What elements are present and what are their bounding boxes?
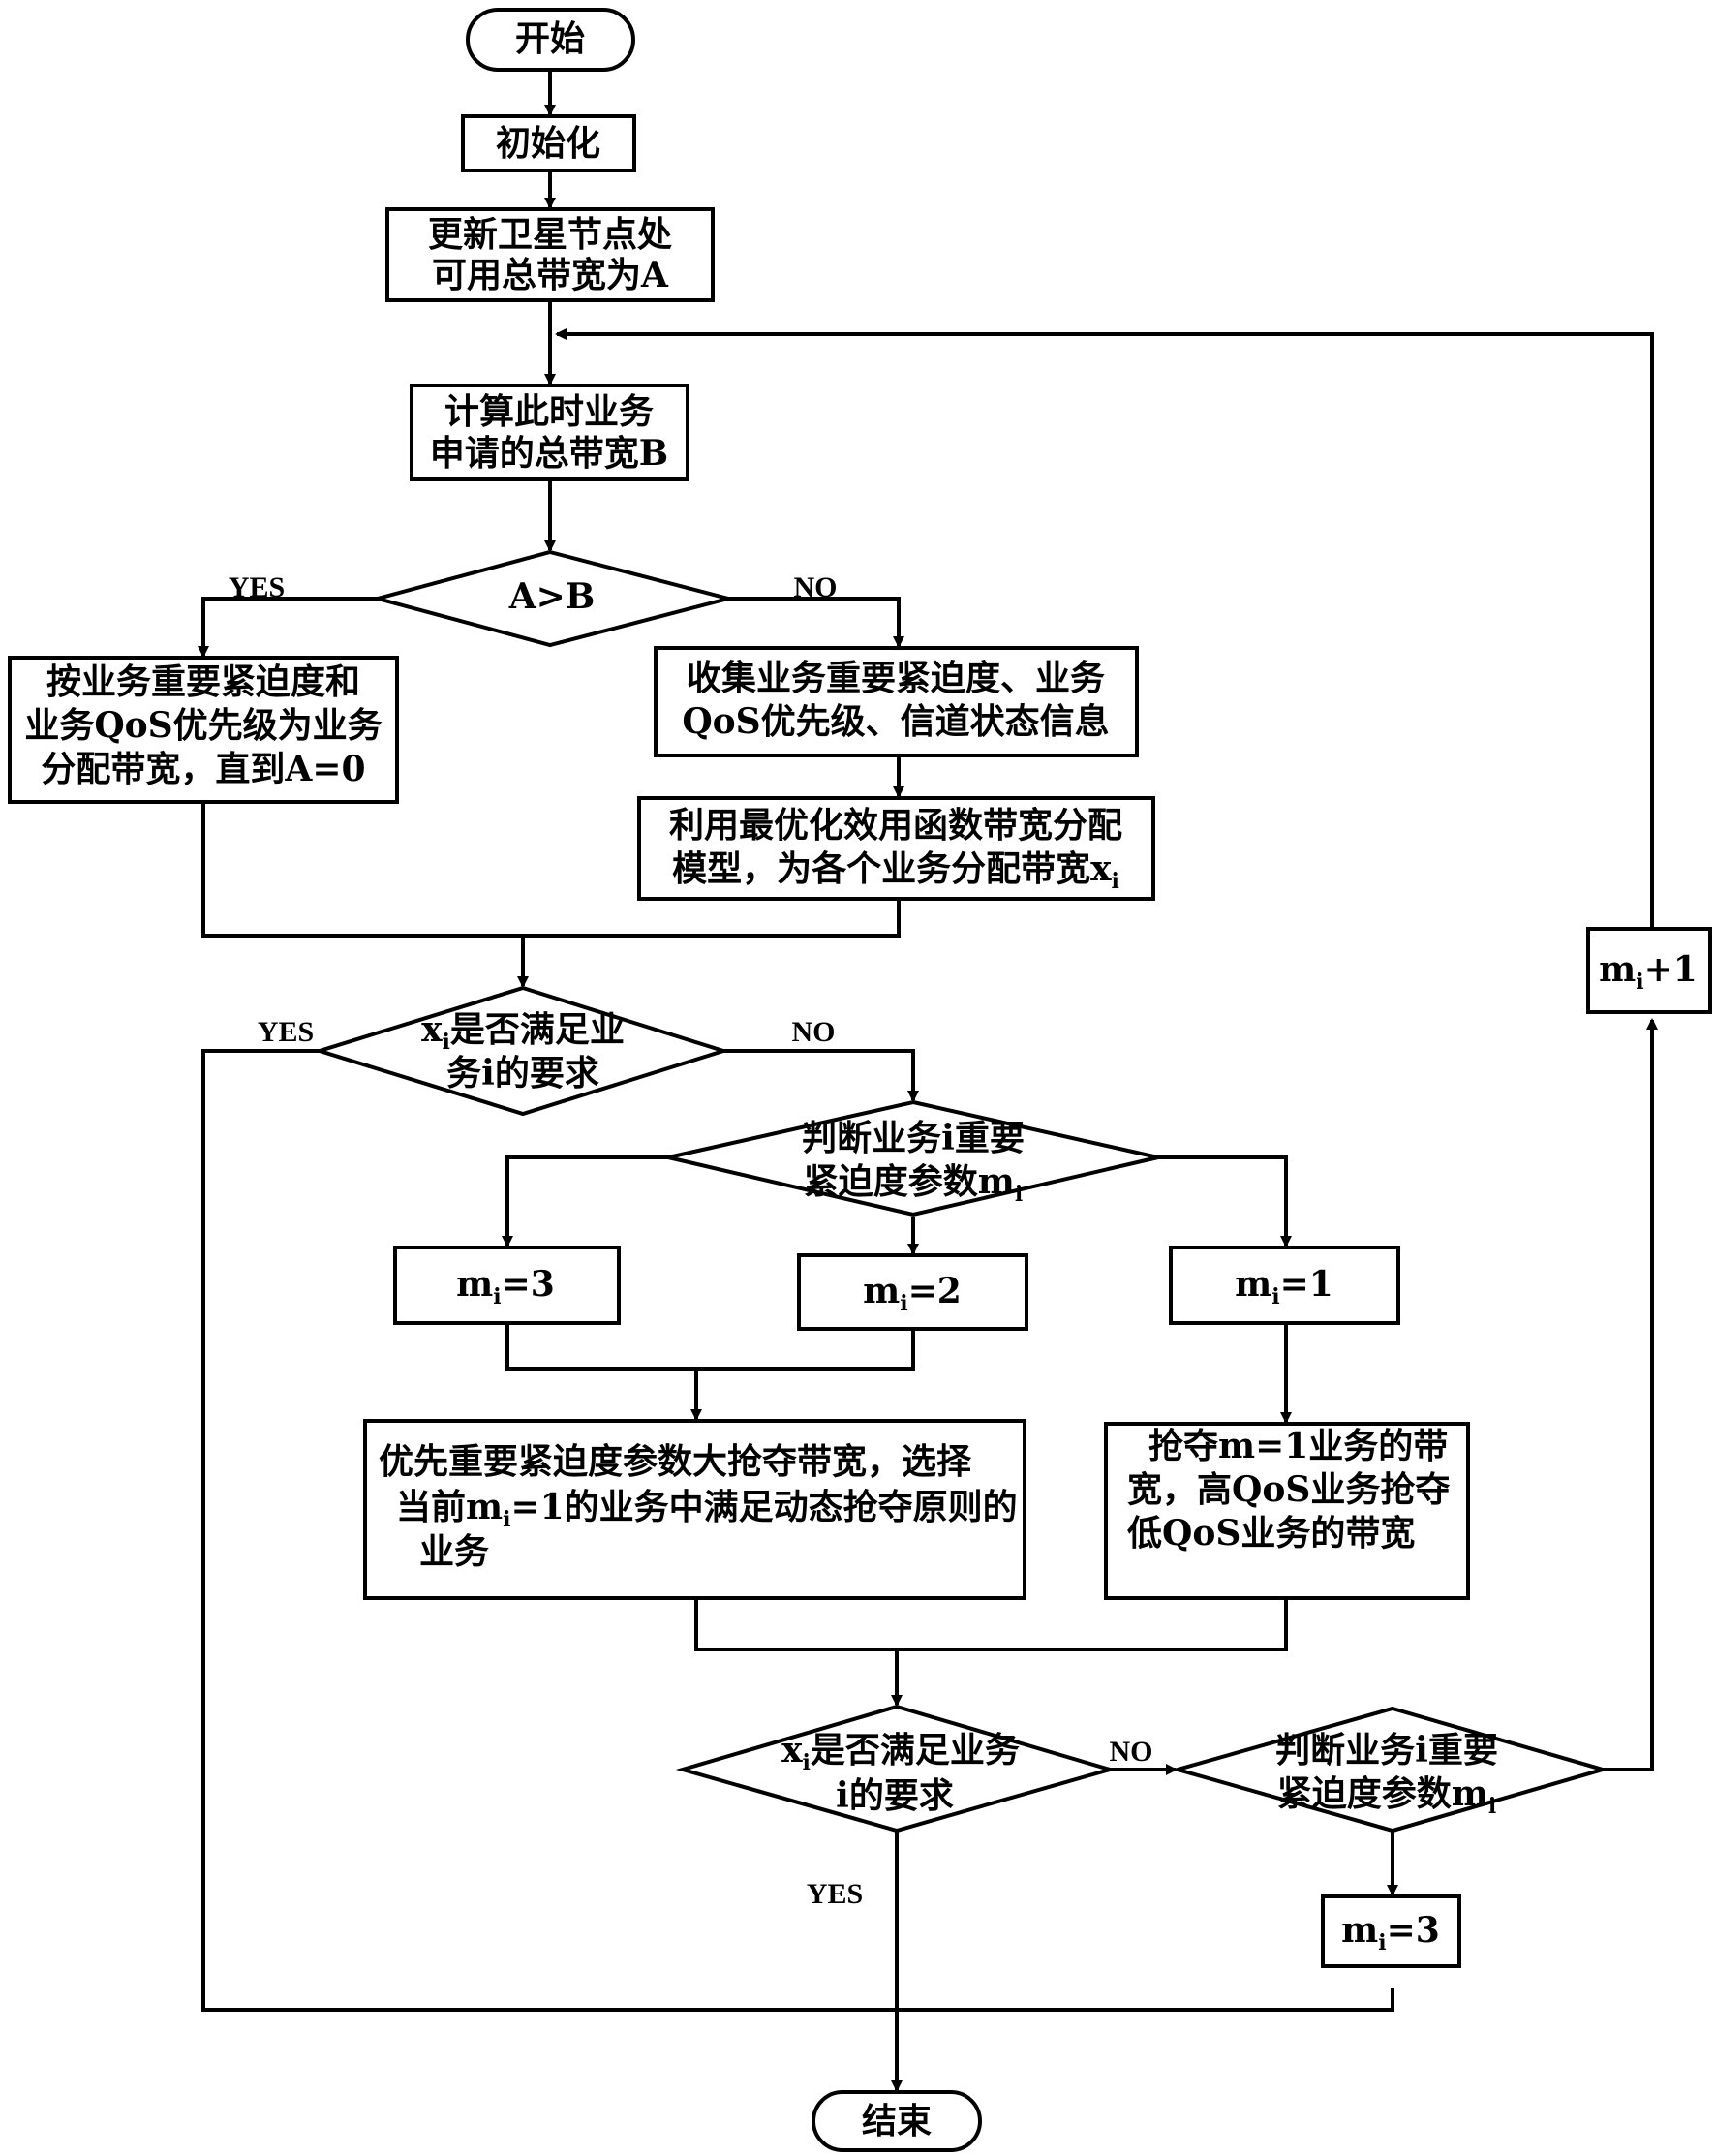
init-label: 初始化 [496,123,600,164]
cmp-ab-label: A>B [508,576,596,617]
m2-box [797,1253,1028,1331]
start-terminal [466,8,635,72]
label-c1-no: NO [792,1016,836,1048]
mplus-label: mi+1 [1599,949,1698,995]
preempt-m1-label-2: 宽，高QoS业务抢夺 [1127,1469,1450,1510]
compute-box [410,384,689,481]
update-label-2: 可用总带宽为A [432,255,669,295]
mplus-box [1586,927,1712,1014]
judge1-diamond [667,1099,1159,1217]
preempt-big-label-3: 业务 [419,1531,489,1572]
judge2-diamond [1170,1706,1610,1833]
edge-check1-yes [201,1049,1394,2012]
optimize-label-2: 模型，为各个业务分配带宽xi [672,848,1119,894]
preempt-m1-label-1: 抢夺m=1业务的带 [1148,1426,1448,1466]
edges [198,70,1658,2092]
collect-box [654,646,1139,757]
m2-label: mi=2 [863,1271,962,1316]
label-c1-yes: YES [258,1016,314,1048]
m1-box [1169,1246,1400,1325]
preempt-m1-label-3: 低QoS业务的带宽 [1127,1513,1415,1554]
check1-label-2: 务i的要求 [446,1053,599,1093]
edge-judge2-plus [1603,1018,1658,1771]
optimize-box [637,796,1155,901]
m3-box [393,1246,621,1325]
preempt-m1-box [1104,1422,1470,1600]
alloc-qos-box [8,656,399,804]
m3b-box [1321,1894,1461,1968]
collect-label-2: QoS优先级、信道状态信息 [682,701,1109,742]
alloc-qos-label-2: 业务QoS优先级为业务 [24,705,382,746]
label-c2-no: NO [1110,1736,1153,1768]
check2-label-2: i的要求 [836,1775,954,1816]
judge2-label-1: 判断业务i重要 [1275,1730,1498,1771]
update-label-1: 更新卫星节点处 [428,214,672,255]
m1-label: mi=1 [1235,1264,1333,1309]
preempt-big-label-1: 优先重要紧迫度参数大抢夺带宽，选择 [379,1441,972,1482]
check1-diamond [313,985,730,1117]
cmp-ab-diamond [370,549,736,648]
edge-check1-no [723,1049,919,1102]
end-terminal [812,2090,982,2152]
judge1-label-2: 紧迫度参数mi [804,1161,1023,1207]
label-ab-no: NO [794,571,838,603]
edge-merge-m3-m2 [505,1323,915,1371]
update-box [385,207,715,302]
alloc-qos-label-3: 分配带宽，直到A=0 [41,749,365,789]
label-c2-yes: YES [807,1878,863,1910]
judge1-label-1: 判断业务i重要 [802,1118,1025,1158]
optimize-label-1: 利用最优化效用函数带宽分配 [669,805,1122,846]
edge-merge-preempt [694,1598,1288,1651]
m3b-label: mi=3 [1341,1910,1440,1956]
init-box [461,114,636,172]
collect-label-1: 收集业务重要紧迫度、业务 [687,658,1105,698]
edge-cmp-yes [198,597,378,658]
edge-judge1-m3 [502,1155,668,1247]
edge-merge-top [201,802,901,938]
edge-loop-back [555,328,1654,964]
alloc-qos-label-1: 按业务重要紧迫度和 [46,662,360,702]
judge2-label-2: 紧迫度参数mi [1277,1773,1496,1819]
edge-judge1-m1 [1158,1155,1292,1247]
compute-label-1: 计算此时业务 [444,391,654,432]
preempt-big-label-2: 当前mi=1的业务中满足动态抢夺原则的 [396,1487,1018,1532]
start-label: 开始 [515,18,585,59]
m3-label: mi=3 [456,1264,555,1309]
check2-label-1: xi是否满足业务 [781,1730,1020,1775]
preempt-big-box [363,1419,1026,1600]
edge-cmp-no [728,597,904,648]
end-label: 结束 [862,2101,932,2141]
compute-label-2: 申请的总带宽B [430,433,668,474]
check2-diamond [675,1704,1118,1833]
label-ab-yes: YES [229,571,285,603]
check1-label-1: xi是否满足业 [421,1009,625,1055]
